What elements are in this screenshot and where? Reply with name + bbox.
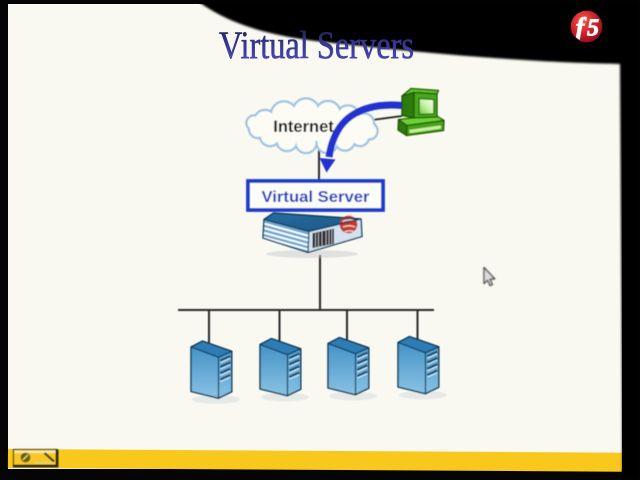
svg-text:5: 5: [587, 16, 599, 42]
svg-text:Virtual Server: Virtual Server: [262, 189, 370, 206]
svg-text:Virtual Servers: Virtual Servers: [219, 24, 414, 67]
svg-text:f: f: [576, 13, 587, 42]
svg-text:Internet: Internet: [273, 118, 334, 136]
